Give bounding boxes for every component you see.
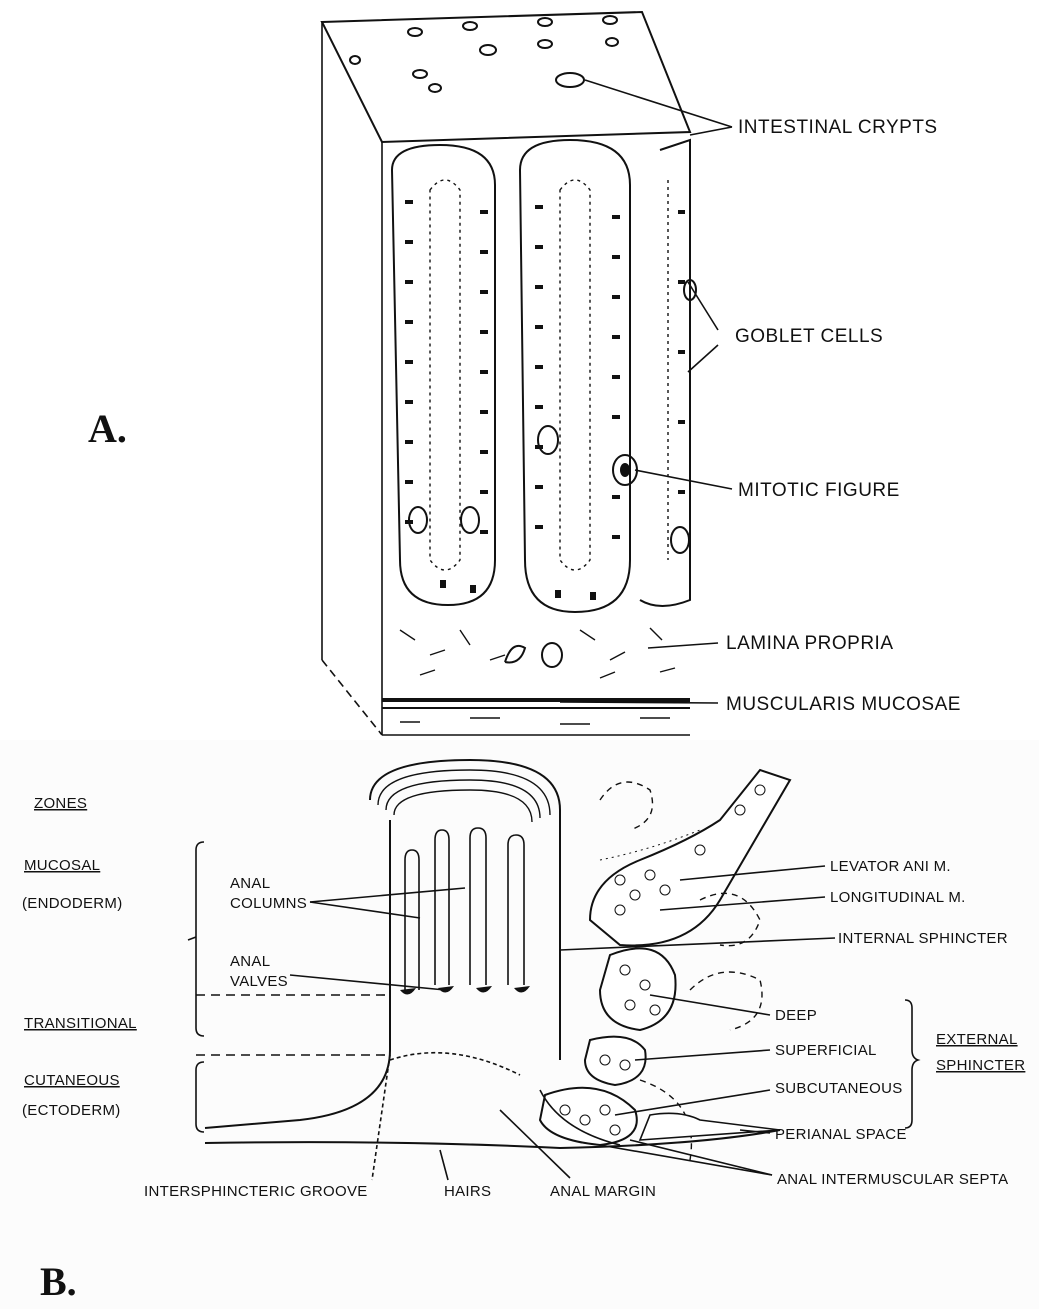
label-superficial: SUPERFICIAL: [775, 1042, 877, 1059]
label-longitudinal: LONGITUDINAL M.: [830, 889, 966, 906]
panel-b-background: [0, 740, 1039, 1309]
label-subcutaneous: SUBCUTANEOUS: [775, 1080, 903, 1097]
label-intermuscular-septa: ANAL INTERMUSCULAR SEPTA: [777, 1171, 1008, 1188]
label-anal-valves-1: ANAL: [230, 953, 270, 970]
crypt-tubes: [392, 140, 690, 612]
label-perianal-space: PERIANAL SPACE: [775, 1126, 907, 1143]
panel-a: INTESTINAL CRYPTS GOBLET CELLS MITOTIC F…: [88, 12, 961, 735]
label-intestinal-crypts: INTESTINAL CRYPTS: [738, 117, 938, 138]
label-external-2: SPHINCTER: [936, 1057, 1025, 1074]
label-zone-mucosal: MUCOSAL: [24, 857, 100, 874]
external-sphincter-superficial: [585, 1037, 646, 1085]
lamina-propria-texture: [400, 628, 675, 678]
label-anal-columns-2: COLUMNS: [230, 895, 307, 912]
panel-a-leaders: [560, 80, 732, 703]
label-hairs: HAIRS: [444, 1183, 491, 1200]
label-goblet-cells: GOBLET CELLS: [735, 326, 883, 347]
label-zone-ectoderm: (ECTODERM): [22, 1102, 121, 1119]
label-deep: DEEP: [775, 1007, 817, 1024]
panel-a-label: A.: [88, 406, 127, 451]
label-zones-heading: ZONES: [34, 795, 87, 812]
goblet-cell-shapes: [409, 280, 696, 553]
label-intersphincteric-groove: INTERSPHINCTERIC GROOVE: [144, 1183, 368, 1200]
label-zone-endoderm: (ENDODERM): [22, 895, 123, 912]
label-external-1: EXTERNAL: [936, 1031, 1018, 1048]
label-zone-cutaneous: CUTANEOUS: [24, 1072, 120, 1089]
label-muscularis-mucosae: MUSCULARIS MUCOSAE: [726, 694, 961, 715]
cell-nuclei: [405, 200, 685, 600]
tissue-block-outline: [322, 12, 690, 735]
mitotic-figure-cell: [613, 455, 637, 485]
label-lamina-propria: LAMINA PROPRIA: [726, 633, 894, 654]
label-mitotic-figure: MITOTIC FIGURE: [738, 480, 900, 501]
label-internal-sphincter: INTERNAL SPHINCTER: [838, 930, 1008, 947]
label-anal-margin: ANAL MARGIN: [550, 1183, 656, 1200]
external-sphincter-deep: [600, 948, 676, 1030]
muscularis-mucosae-band: [382, 700, 690, 724]
label-zone-transitional: TRANSITIONAL: [24, 1015, 137, 1032]
label-anal-valves-2: VALVES: [230, 973, 288, 990]
panel-b: ZONES MUCOSAL (ENDODERM) TRANSITIONAL CU…: [0, 740, 1039, 1309]
label-levator-ani: LEVATOR ANI M.: [830, 858, 951, 875]
panel-b-label: B.: [40, 1259, 77, 1304]
label-anal-columns-1: ANAL: [230, 875, 270, 892]
